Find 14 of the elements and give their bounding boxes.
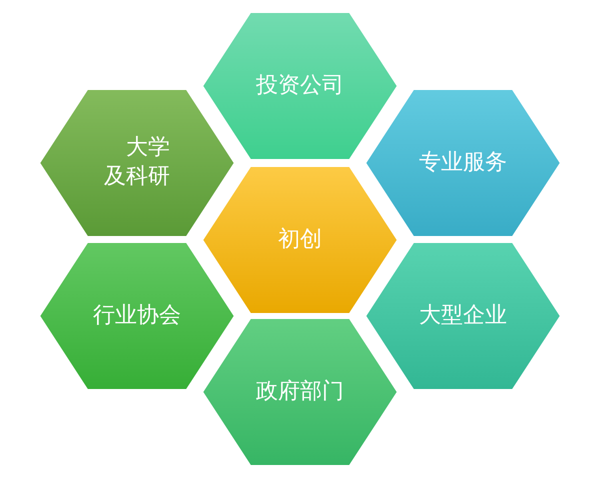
hexagon (37, 87, 237, 239)
hexagon-label: 行业协会 (93, 302, 181, 330)
hexagon (37, 240, 237, 392)
hexagon-label: 政府部门 (256, 378, 344, 406)
hexagon-label: 大型企业 (419, 302, 507, 330)
hexagon-label: 投资公司 (256, 72, 344, 100)
hexagon-label: 初创 (278, 226, 322, 254)
hexagon-label: 大学及科研 (104, 134, 170, 191)
hexagon (363, 240, 563, 392)
hexagon (363, 87, 563, 239)
hexagon (200, 316, 400, 468)
hexagon (200, 164, 400, 316)
hexagon (200, 10, 400, 162)
hexagon-label: 专业服务 (419, 148, 507, 177)
